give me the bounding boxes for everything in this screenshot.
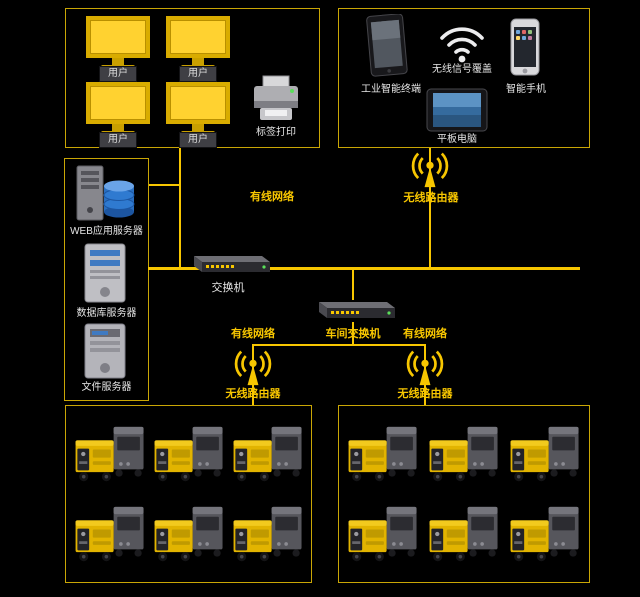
wifi-coverage-label: 无线信号覆盖 (432, 64, 492, 75)
monitor-stand (112, 124, 124, 131)
monitor-screen (86, 16, 150, 58)
smartphone-icon (510, 18, 540, 81)
tablet-icon (426, 88, 488, 137)
wireless-router-icon-left (233, 346, 273, 393)
database-server-icon (82, 242, 128, 309)
wireless-router-label-right: 无线路由器 (397, 388, 453, 400)
wireless-router-label-top: 无线路由器 (403, 192, 459, 204)
main-switch-icon (186, 252, 270, 281)
monitor-stand (192, 124, 204, 131)
monitor-screen (166, 16, 230, 58)
main-switch-label: 交换机 (211, 282, 245, 294)
welding-machine (427, 425, 501, 483)
monitor-screen (86, 82, 150, 124)
user-label: 用户 (179, 66, 217, 82)
file-server-icon (82, 322, 128, 385)
welding-machine (152, 505, 226, 563)
printer-icon (250, 74, 302, 129)
welding-zone-right (338, 405, 590, 583)
user-label: 用户 (179, 132, 217, 148)
workshop-switch-label: 车间交换机 (325, 328, 381, 340)
wired-line-office-down (179, 148, 181, 269)
welding-machine (231, 505, 305, 563)
wired-network-label-top: 有线网络 (250, 191, 294, 203)
welding-machine (508, 505, 582, 563)
bus-to-workshop-switch-line (352, 270, 354, 300)
user-monitor: 用户 (86, 82, 150, 148)
server-connector-line (149, 184, 180, 186)
monitor-stand (192, 58, 204, 65)
user-label: 用户 (99, 66, 137, 82)
database-server-label: 数据库服务器 (76, 308, 137, 319)
mobile-zone (338, 8, 590, 148)
user-label: 用户 (99, 132, 137, 148)
server-zone (64, 158, 149, 401)
industrial-terminal-label: 工业智能终端 (361, 84, 421, 95)
user-monitor: 用户 (86, 16, 150, 82)
wireless-router-icon-top (410, 148, 450, 195)
branch-horizontal-line (252, 344, 426, 346)
user-monitor: 用户 (166, 16, 230, 82)
welding-machine (231, 425, 305, 483)
industrial-terminal-icon (362, 13, 412, 83)
welding-machine (152, 425, 226, 483)
wireless-router-label-left: 无线路由器 (225, 388, 281, 400)
wired-line-mobile-down (429, 148, 431, 269)
welding-machine (346, 425, 420, 483)
user-monitor: 用户 (166, 82, 230, 148)
tablet-label: 平板电脑 (437, 134, 477, 145)
web-server-label: WEB应用服务器 (70, 226, 143, 237)
web-server-icon (74, 164, 138, 227)
monitor-screen (166, 82, 230, 124)
wired-network-label-right: 有线网络 (403, 328, 447, 340)
wired-network-label-left: 有线网络 (231, 328, 275, 340)
wireless-router-icon-right (405, 346, 445, 393)
smartphone-label: 智能手机 (506, 84, 546, 95)
workshop-switch-down-line (352, 322, 354, 346)
file-server-label: 文件服务器 (81, 382, 132, 393)
welding-machine (427, 505, 501, 563)
welding-machine (73, 505, 147, 563)
monitor-stand (112, 58, 124, 65)
wifi-coverage-icon (438, 24, 486, 69)
welding-machine (346, 505, 420, 563)
welding-zone-left (65, 405, 312, 583)
welding-machine (508, 425, 582, 483)
workshop-switch-icon (310, 298, 396, 327)
printer-label: 标签打印 (256, 127, 296, 138)
backbone-bus-line (148, 267, 580, 270)
welding-machine (73, 425, 147, 483)
